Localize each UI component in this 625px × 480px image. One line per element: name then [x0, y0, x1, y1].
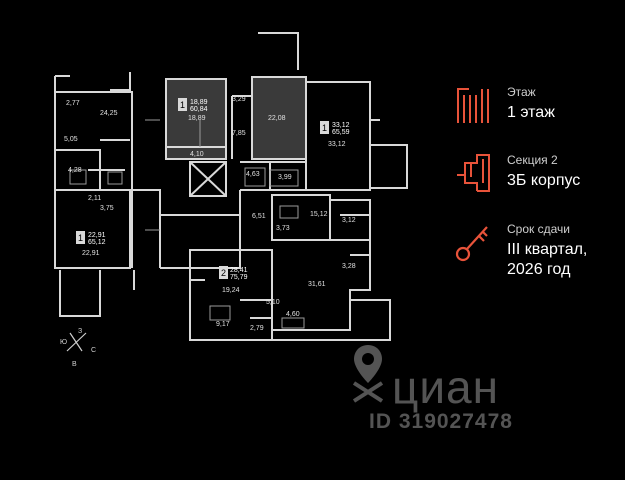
floor-label: Этаж: [507, 85, 536, 99]
apartment-number: 1: [180, 100, 185, 110]
apartment-badge[interactable]: 1 33,12 65,59: [320, 121, 350, 136]
room-area: 6,51: [252, 213, 266, 220]
section-value: 3Б корпус: [507, 172, 581, 189]
room-area: 22,08: [268, 115, 286, 122]
deadline-label: Срок сдачи: [507, 222, 570, 236]
key-icon: [455, 226, 488, 262]
room-area: 31,61: [308, 281, 326, 288]
apartment-badges: 1 22,91 65,12 1 18,89 60,84 1 33,12 65,5…: [76, 98, 350, 281]
apartment-badge[interactable]: 2 28,41 75,79: [219, 266, 248, 281]
room-area: 3,28: [342, 263, 356, 270]
apartment-living: 22,91: [88, 232, 106, 239]
room-area: 24,25: [100, 110, 118, 117]
room-area: 3,73: [276, 225, 290, 232]
apartment-total: 65,59: [332, 129, 350, 136]
room-area: 18,89: [188, 115, 206, 122]
apartment-number: 1: [322, 123, 327, 133]
room-area: 4,63: [246, 171, 260, 178]
apartment-living: 33,12: [332, 122, 350, 129]
apartment-total: 65,12: [88, 239, 106, 246]
watermark-brand: циан: [392, 361, 500, 413]
watermark-id: ID 319027478: [369, 410, 513, 433]
room-area: 7,85: [232, 130, 246, 137]
location-pin-icon: [352, 345, 384, 403]
deadline-value-line1: III квартал,: [507, 241, 588, 258]
room-area: 22,91: [82, 250, 100, 257]
room-area: 2,79: [250, 325, 264, 332]
apartment-badge[interactable]: 1 22,91 65,12: [76, 231, 106, 246]
apartment-total: 75,79: [230, 274, 248, 281]
section-icon: [457, 154, 490, 192]
apartment-living: 18,89: [190, 99, 208, 106]
deadline-value: III квартал, 2026 год: [507, 240, 587, 280]
room-area: 3,99: [278, 174, 292, 181]
deadline-value-line2: 2026 год: [507, 261, 571, 278]
compass-e: С: [91, 347, 96, 354]
apartment-number: 2: [221, 268, 226, 278]
room-area: 3,12: [342, 217, 356, 224]
compass: З Ю С В: [60, 328, 96, 368]
room-area: 2,11: [88, 195, 101, 202]
floor-icon: [457, 88, 489, 123]
room-area: 4,10: [190, 151, 204, 158]
room-area: 33,12: [328, 141, 346, 148]
room-area: 3,75: [100, 205, 114, 212]
compass-w: Ю: [60, 339, 67, 346]
apartment-highlight[interactable]: [166, 79, 226, 159]
apartment-living: 28,41: [230, 267, 248, 274]
fixtures: [69, 119, 305, 329]
room-labels: 2,77 24,25 5,05 4,28 3,75 2,11 22,91 18,…: [64, 96, 356, 332]
compass-n: З: [78, 328, 82, 335]
compass-s: В: [72, 361, 77, 368]
apartment-badge[interactable]: 1 18,89 60,84: [178, 98, 208, 113]
room-area: 2,77: [66, 100, 80, 107]
room-area: 9,17: [216, 321, 230, 328]
room-area: 5,05: [64, 136, 78, 143]
room-area: 5,10: [266, 299, 280, 306]
room-area: 3,29: [232, 96, 246, 103]
section-label: Секция 2: [507, 153, 558, 167]
room-area: 4,28: [68, 167, 82, 174]
room-area: 15,12: [310, 211, 328, 218]
room-area: 4,60: [286, 311, 300, 318]
apartment-number: 1: [78, 233, 83, 243]
apartment-highlight-2[interactable]: [252, 77, 306, 159]
room-area: 19,24: [222, 287, 240, 294]
walls: [54, 32, 408, 341]
floor-value: 1 этаж: [507, 104, 555, 121]
apartment-total: 60,84: [190, 106, 208, 113]
